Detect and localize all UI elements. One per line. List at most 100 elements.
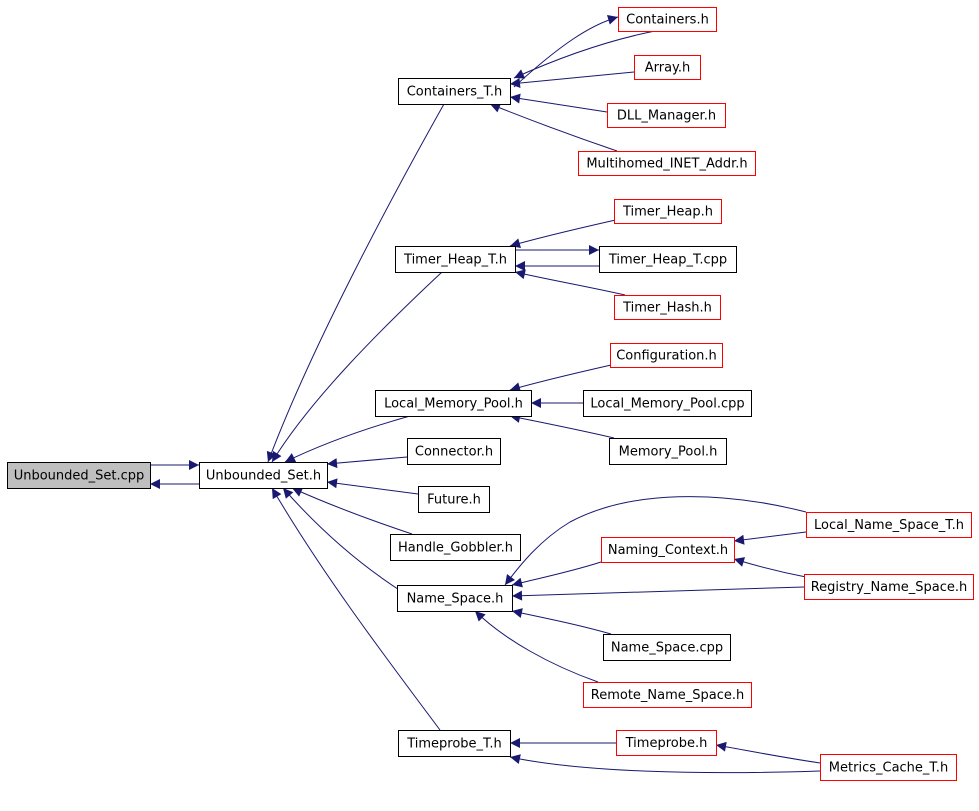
edge-array-h-to-containers-t-h: [509, 71, 635, 89]
node-box-future-h: [418, 486, 490, 513]
node-label-containers-t-h: Containers_T.h: [407, 85, 503, 100]
node-remote-name-space-h[interactable]: Remote_Name_Space.h: [583, 682, 752, 708]
node-label-name-space-cpp: Name_Space.cpp: [611, 641, 723, 656]
node-label-local-memory-pool-cpp: Local_Memory_Pool.cpp: [590, 397, 744, 412]
node-dll-manager-h[interactable]: DLL_Manager.h: [607, 103, 726, 128]
node-timer-hash-h[interactable]: Timer_Hash.h: [614, 295, 721, 320]
node-box-remote-name-space-h: [583, 682, 752, 708]
node-label-registry-name-space-h: Registry_Name_Space.h: [811, 580, 968, 595]
node-timeprobe-h[interactable]: Timeprobe.h: [616, 730, 717, 756]
node-array-h[interactable]: Array.h: [634, 55, 701, 80]
edge-layer: [150, 14, 821, 774]
node-layer: Unbounded_Set.cpp Unbounded_Set.h Containe…: [7, 7, 974, 781]
node-box-naming-context-h: [601, 537, 735, 563]
node-box-timer-heap-t-cpp: [599, 246, 737, 273]
node-label-unbounded-set-h: Unbounded_Set.h: [206, 469, 321, 484]
node-multihomed-inet-addr-h[interactable]: Multihomed_INET_Addr.h: [578, 151, 756, 176]
node-label-naming-context-h: Naming_Context.h: [608, 543, 728, 558]
node-box-timeprobe-t-h: [398, 730, 511, 757]
edge-name-space-h-to-unbounded-set-h: [282, 487, 405, 594]
node-label-memory-pool-h: Memory_Pool.h: [619, 445, 718, 460]
node-box-timer-hash-h: [614, 295, 721, 320]
node-label-timer-hash-h: Timer_Hash.h: [622, 301, 712, 316]
node-box-registry-name-space-h: [804, 574, 974, 600]
node-timer-heap-t-cpp[interactable]: Timer_Heap_T.cpp: [599, 246, 737, 273]
node-label-name-space-h: Name_Space.h: [407, 592, 504, 607]
node-label-timer-heap-h: Timer_Heap.h: [622, 205, 713, 220]
node-handle-gobbler-h[interactable]: Handle_Gobbler.h: [390, 534, 521, 561]
edge-timer-heap-h-to-timer-heap-t-h: [509, 218, 621, 249]
node-label-timeprobe-t-h: Timeprobe_T.h: [406, 737, 502, 752]
node-label-local-memory-pool-h: Local_Memory_Pool.h: [384, 397, 523, 412]
node-containers-t-h[interactable]: Containers_T.h: [398, 78, 511, 105]
node-timer-heap-h[interactable]: Timer_Heap.h: [614, 199, 722, 224]
edge-connector-h-to-unbounded-set-h: [326, 456, 408, 469]
node-box-multihomed-inet-addr-h: [578, 151, 756, 176]
node-box-metrics-cache-t-h: [820, 754, 957, 781]
edge-configuration-h-to-local-memory-pool-h: [509, 362, 621, 393]
edge-handle-gobbler-h-to-unbounded-set-h: [291, 487, 413, 535]
edge-timer-hash-h-to-timer-heap-t-h: [514, 269, 626, 296]
node-box-array-h: [634, 55, 701, 80]
node-label-containers-h: Containers.h: [626, 13, 709, 28]
node-future-h[interactable]: Future.h: [418, 486, 490, 513]
edge-timer-heap-t-h-to-unbounded-set-h: [271, 271, 443, 463]
node-box-name-space-cpp: [603, 634, 731, 661]
edge-containers-t-h-to-containers-h: [513, 14, 619, 88]
node-containers-h[interactable]: Containers.h: [618, 7, 717, 32]
node-unbounded-set-cpp: Unbounded_Set.cpp: [7, 462, 151, 489]
node-local-memory-pool-cpp[interactable]: Local_Memory_Pool.cpp: [583, 390, 752, 417]
node-box-handle-gobbler-h: [390, 534, 521, 561]
node-configuration-h[interactable]: Configuration.h: [610, 343, 723, 368]
node-metrics-cache-t-h[interactable]: Metrics_Cache_T.h: [820, 754, 957, 781]
node-local-name-space-t-h[interactable]: Local_Name_Space_T.h: [806, 512, 972, 538]
node-timeprobe-t-h[interactable]: Timeprobe_T.h: [398, 730, 511, 757]
node-box-unbounded-set-h: [199, 462, 328, 489]
node-label-connector-h: Connector.h: [415, 445, 493, 460]
node-timer-heap-t-h[interactable]: Timer_Heap_T.h: [395, 246, 516, 273]
edge-multihomed-inet-addr-h-to-containers-t-h: [489, 103, 618, 152]
node-label-local-name-space-t-h: Local_Name_Space_T.h: [814, 518, 964, 533]
edge-local-name-space-t-h-to-name-space-h: [504, 496, 807, 586]
node-memory-pool-h[interactable]: Memory_Pool.h: [609, 438, 727, 465]
node-box-timer-heap-h: [614, 199, 722, 224]
node-unbounded-set-h[interactable]: Unbounded_Set.h: [199, 462, 328, 489]
node-label-dll-manager-h: DLL_Manager.h: [617, 109, 716, 124]
edge-dll-manager-h-to-containers-t-h: [509, 93, 608, 113]
edge-local-name-space-t-h-to-naming-context-h: [733, 531, 807, 545]
node-label-array-h: Array.h: [645, 61, 691, 76]
node-box-memory-pool-h: [609, 438, 727, 465]
node-label-timeprobe-h: Timeprobe.h: [625, 736, 708, 751]
node-connector-h[interactable]: Connector.h: [407, 438, 501, 465]
node-box-local-memory-pool-h: [375, 390, 532, 417]
node-local-memory-pool-h[interactable]: Local_Memory_Pool.h: [375, 390, 532, 417]
edge-registry-name-space-h-to-name-space-h: [511, 586, 805, 601]
node-box-timeprobe-h: [616, 730, 717, 756]
node-label-metrics-cache-t-h: Metrics_Cache_T.h: [829, 761, 948, 776]
edge-containers-t-h-to-unbounded-set-h: [266, 103, 445, 463]
edge-containers-h-to-containers-t-h: [513, 30, 656, 79]
node-box-containers-t-h: [398, 78, 511, 105]
edge-naming-context-h-to-name-space-h: [511, 561, 602, 588]
edge-name-space-cpp-to-name-space-h: [511, 608, 612, 635]
edge-remote-name-space-h-to-name-space-h: [474, 610, 599, 683]
node-box-dll-manager-h: [607, 103, 726, 128]
node-box-unbounded-set-cpp: [7, 462, 151, 489]
node-label-future-h: Future.h: [427, 493, 481, 508]
node-name-space-h[interactable]: Name_Space.h: [397, 585, 513, 612]
node-label-unbounded-set-cpp: Unbounded_Set.cpp: [14, 469, 145, 484]
edge-memory-pool-h-to-local-memory-pool-h: [509, 413, 615, 439]
node-naming-context-h[interactable]: Naming_Context.h: [601, 537, 735, 563]
edge-timeprobe-t-h-to-unbounded-set-h: [271, 487, 441, 731]
edge-future-h-to-unbounded-set-h: [326, 478, 419, 495]
edge-metrics-cache-t-h-to-timeprobe-t-h: [509, 754, 821, 774]
node-box-configuration-h: [610, 343, 723, 368]
node-name-space-cpp[interactable]: Name_Space.cpp: [603, 634, 731, 661]
node-label-multihomed-inet-addr-h: Multihomed_INET_Addr.h: [586, 157, 747, 172]
node-registry-name-space-h[interactable]: Registry_Name_Space.h: [804, 574, 974, 600]
node-box-timer-heap-t-h: [395, 246, 516, 273]
node-label-timer-heap-t-h: Timer_Heap_T.h: [403, 253, 507, 268]
edge-registry-name-space-h-to-naming-context-h: [733, 557, 807, 578]
node-box-name-space-h: [397, 585, 513, 612]
